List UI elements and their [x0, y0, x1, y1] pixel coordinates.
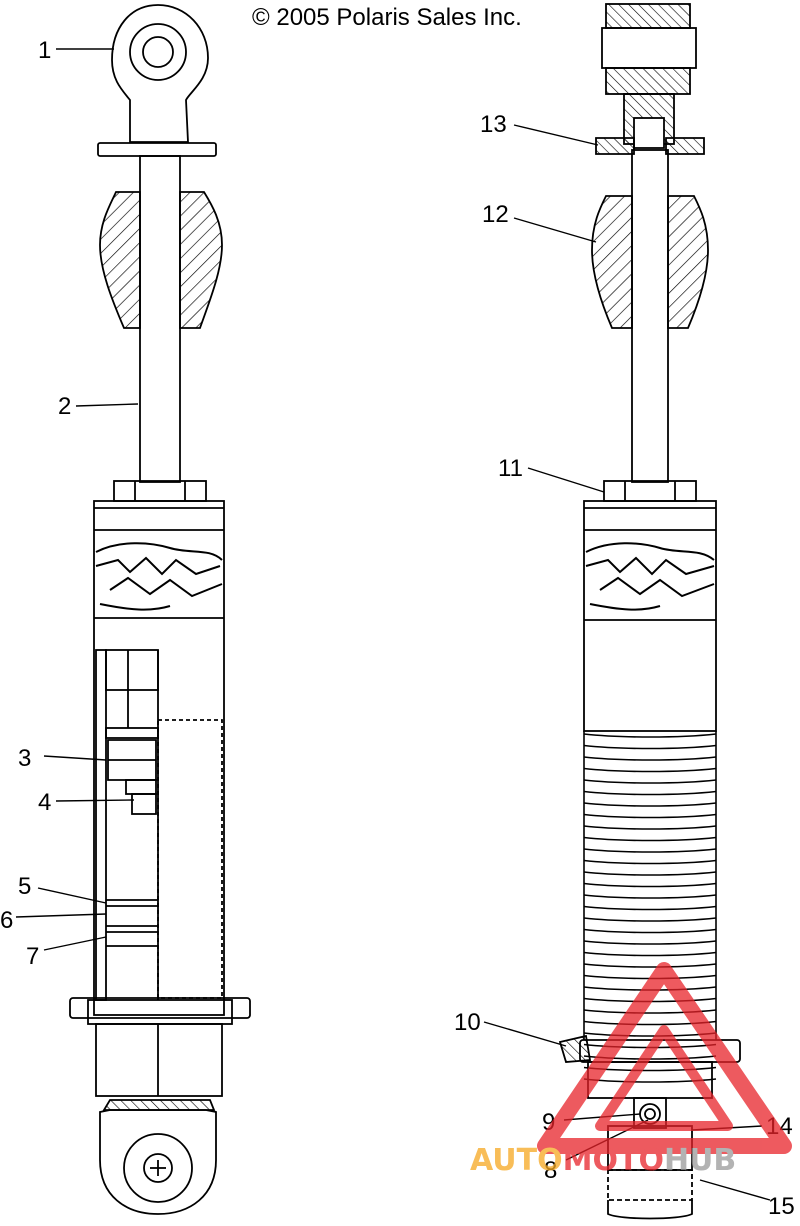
callout-13: 13 [480, 111, 507, 138]
spring-coil [583, 733, 717, 738]
shaft-right [631, 149, 669, 483]
spring-coil [583, 756, 717, 761]
watermark-logo: AUTOMOTOHUB [470, 962, 792, 1178]
spring-coils [583, 731, 717, 1083]
top-nut-right [603, 480, 697, 502]
callout-7: 7 [26, 943, 39, 970]
washer-left-half [595, 137, 635, 155]
body-graphic-left [95, 542, 223, 611]
spring-coil [583, 940, 717, 945]
callout-labels: 1 2 3 4 5 6 7 8 9 10 11 12 13 14 15 [0, 37, 795, 1220]
callout-15: 15 [768, 1193, 795, 1220]
callout-12: 12 [482, 201, 509, 228]
adjuster-ring [558, 1034, 592, 1063]
spring-coil [583, 836, 717, 842]
shock-body-right [583, 500, 717, 732]
top-bushing-right [601, 3, 697, 149]
body-graphic-right [585, 542, 715, 611]
watermark-triangle-inner [595, 1025, 733, 1131]
collar-left [69, 997, 251, 1019]
callout-5: 5 [18, 873, 31, 900]
spring-coil [583, 825, 717, 830]
callout-11: 11 [498, 455, 523, 482]
right-shock [558, 3, 741, 1220]
spring-coil [583, 813, 717, 819]
callout-8: 8 [544, 1157, 557, 1184]
callout-4: 4 [38, 789, 51, 816]
spring-coil [583, 744, 717, 750]
top-nut-left [113, 480, 207, 502]
top-eyelet [97, 4, 217, 157]
callout-10: 10 [454, 1009, 481, 1036]
spring-coil [583, 779, 717, 784]
spring-coil [583, 802, 717, 807]
shaft-left [139, 155, 181, 483]
callout-1: 1 [38, 37, 51, 64]
shock-body-left [93, 500, 225, 1016]
spring-coil [583, 1032, 717, 1037]
spring-coil [583, 790, 717, 796]
bump-stop-left [99, 191, 223, 329]
spring-coil [583, 871, 717, 876]
spring-coil [583, 951, 717, 957]
watermark-triangle-outer [537, 962, 792, 1154]
spring-coil [583, 928, 717, 934]
washer-right-half [665, 137, 705, 155]
spring-coil [583, 882, 717, 888]
spring-coil [583, 917, 717, 922]
spring-coil [583, 848, 717, 853]
callout-3: 3 [18, 745, 31, 772]
left-shock [69, 4, 251, 1215]
spring-coil [583, 767, 717, 773]
spring-coil [583, 894, 717, 899]
callout-6: 6 [0, 907, 13, 934]
bottom-eyelet [99, 1099, 217, 1215]
spring-coil [583, 963, 717, 968]
bump-stop-right [591, 195, 709, 329]
copyright-text: © 2005 Polaris Sales Inc. [252, 4, 522, 31]
spring-coil [583, 905, 717, 911]
spring-coil [583, 1009, 717, 1014]
callout-2: 2 [58, 393, 71, 420]
watermark-text: AUTOMOTOHUB [470, 1143, 736, 1178]
spring-coil [583, 859, 717, 865]
